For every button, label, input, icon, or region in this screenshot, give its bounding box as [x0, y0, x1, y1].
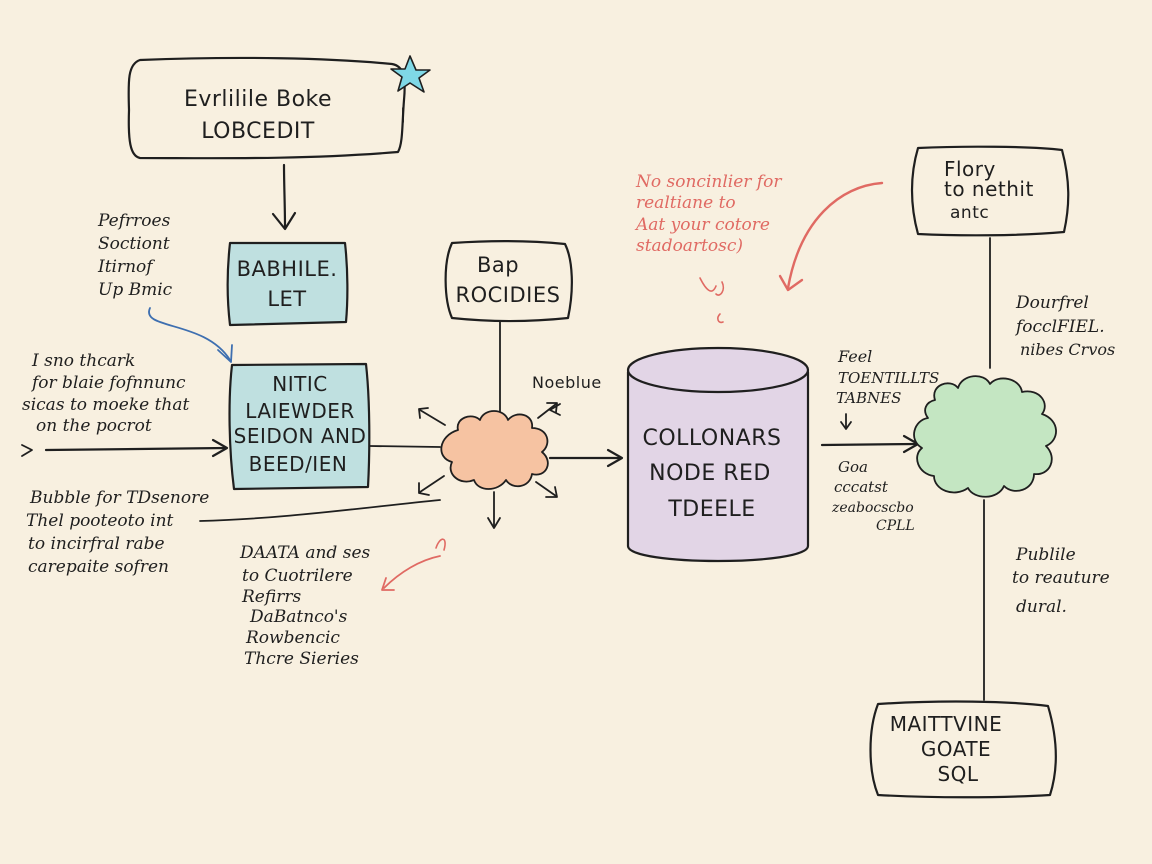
bottom-box-line-2: GOATE — [921, 737, 991, 761]
bottom-box-line-3: SQL — [937, 762, 978, 786]
orange-cloud — [440, 410, 549, 490]
left-mid-line-3: sicas to moeke that — [22, 395, 190, 415]
cylinder-line-1: COLLONARS — [643, 426, 782, 451]
cylinder-line-3: TDEELE — [667, 497, 755, 522]
goa-line-4: CPLL — [876, 518, 915, 534]
left-mid-line-1: I sno thcark — [31, 351, 135, 371]
refrroes-line-4: Up Bmic — [98, 280, 173, 300]
left-mid-line-4: on the pocrot — [36, 416, 152, 436]
top-box-line-2: LOBCEDIT — [201, 119, 315, 144]
dourfel-line-3: nibes Crvos — [1020, 340, 1115, 359]
arrow-cylinder-to-green — [820, 434, 920, 454]
goa-line-2: cccatst — [834, 478, 889, 496]
feel-line-1: Feel — [837, 347, 872, 366]
publile-line-1: Publile — [1015, 545, 1076, 565]
teal-small-line-1: BABHILE. — [237, 257, 338, 281]
refrroes-line-2: Soctiont — [98, 234, 170, 254]
teal-large-line-4: BEED/IEN — [249, 452, 348, 476]
feel-line-2: TOENTILLTS — [838, 369, 939, 387]
cylinder-line-2: NODE RED — [649, 461, 771, 486]
red-note-line-1: No soncinlier for — [635, 172, 782, 192]
red-note-line-4: stadoartosc) — [636, 236, 743, 256]
noblue-tick — [549, 403, 561, 416]
data-note-line-2: to Cuotrilere — [242, 566, 353, 586]
green-cloud — [913, 375, 1057, 498]
refrroes-line-1: Pefrroes — [97, 211, 171, 231]
flory-line-1: Flory — [944, 157, 996, 181]
red-squiggle — [699, 277, 725, 324]
dourfel-line-1: Dourfrel — [1015, 293, 1089, 313]
dourfel-line-2: focclFIEL. — [1014, 317, 1105, 337]
red-arrow-lower — [381, 538, 446, 591]
data-note-line-6: Thcre Sieries — [244, 649, 359, 669]
star-icon — [390, 55, 431, 93]
data-note: DAATA and ses to Cuotrilere Refirrs DaBa… — [239, 543, 370, 669]
data-note-line-1: DAATA and ses — [239, 543, 370, 563]
bottom-box-line-1: MAITTVINE — [890, 712, 1003, 736]
left-bottom-line-4: carepaite sofren — [28, 557, 169, 577]
left-bottom-line-2: Thel pooteoto int — [26, 511, 174, 531]
goa-line-3: zeabocscbo — [831, 500, 914, 516]
red-note: No soncinlier for realtiane to Aat your … — [634, 172, 782, 256]
publile-note: Publile to reauture dural. — [1012, 545, 1110, 617]
top-box: Evrlilile Boke LOBCEDIT — [127, 56, 406, 160]
teal-box-large: NITIC LAIEWDER SEIDON AND BEED/IEN — [228, 362, 371, 491]
goa-line-1: Goa — [838, 458, 868, 476]
data-note-line-3: Refirrs — [241, 587, 301, 607]
database-cylinder: COLLONARS NODE RED TDEELE — [626, 346, 810, 563]
arrow-top-to-teal — [271, 163, 297, 231]
arrow-left-to-teal — [21, 438, 229, 458]
refrroes-note: Pefrroes Soctiont Itirnof Up Bmic — [97, 211, 173, 300]
teal-large-line-2: LAIEWDER — [245, 399, 355, 423]
bottom-right-box: MAITTVINE GOATE SQL — [869, 700, 1057, 799]
teal-box-small: BABHILE. LET — [226, 241, 349, 327]
teal-small-line-2: LET — [267, 287, 306, 311]
left-bottom-note: Bubble for TDsenore Thel pooteoto int to… — [26, 488, 209, 577]
red-note-line-3: Aat your cotore — [634, 215, 770, 235]
red-note-line-2: realtiane to — [636, 193, 736, 213]
cloud-burst-arrows — [418, 402, 558, 529]
data-note-line-5: Rowbencic — [245, 628, 340, 648]
top-box-line-1: Evrlilile Boke — [184, 87, 332, 112]
left-mid-line-2: for blaie fofnnunc — [30, 373, 186, 393]
left-bottom-line-3: to incirfral rabe — [28, 534, 165, 554]
feel-down-arrow — [840, 413, 852, 430]
left-bottom-line-1: Bubble for TDsenore — [29, 488, 209, 508]
feel-line-3: TABNES — [836, 389, 901, 407]
publile-line-2: to reauture — [1012, 568, 1110, 588]
teal-large-line-3: SEIDON AND — [234, 424, 367, 448]
arrow-cloud-to-cylinder — [548, 448, 624, 468]
line-teal-to-cloud — [369, 445, 441, 448]
feel-note: Feel TOENTILLTS TABNES — [836, 347, 939, 407]
red-arrow-upper — [778, 181, 884, 292]
bap-line-1: Bap — [477, 253, 519, 277]
teal-large-line-1: NITIC — [272, 372, 327, 396]
goa-note: Goa cccatst zeabocscbo CPLL — [831, 458, 915, 534]
blue-arrow — [148, 307, 233, 363]
flory-box: Flory to nethit antc — [910, 145, 1070, 237]
flory-line-2: to nethit — [944, 177, 1034, 201]
flory-line-3: antc — [950, 203, 989, 223]
noblue-label: Noeblue — [532, 373, 602, 392]
left-mid-note: I sno thcark for blaie fofnnunc sicas to… — [22, 351, 190, 436]
dourfel-note: Dourfrel focclFIEL. nibes Crvos — [1014, 293, 1115, 359]
line-to-cloud — [199, 499, 441, 522]
bap-box: Bap ROCIDIES — [444, 240, 573, 323]
bap-line-2: ROCIDIES — [456, 283, 561, 307]
publile-line-3: dural. — [1016, 597, 1067, 617]
refrroes-line-3: Itirnof — [97, 257, 155, 277]
data-note-line-4: DaBatnco's — [249, 607, 348, 627]
